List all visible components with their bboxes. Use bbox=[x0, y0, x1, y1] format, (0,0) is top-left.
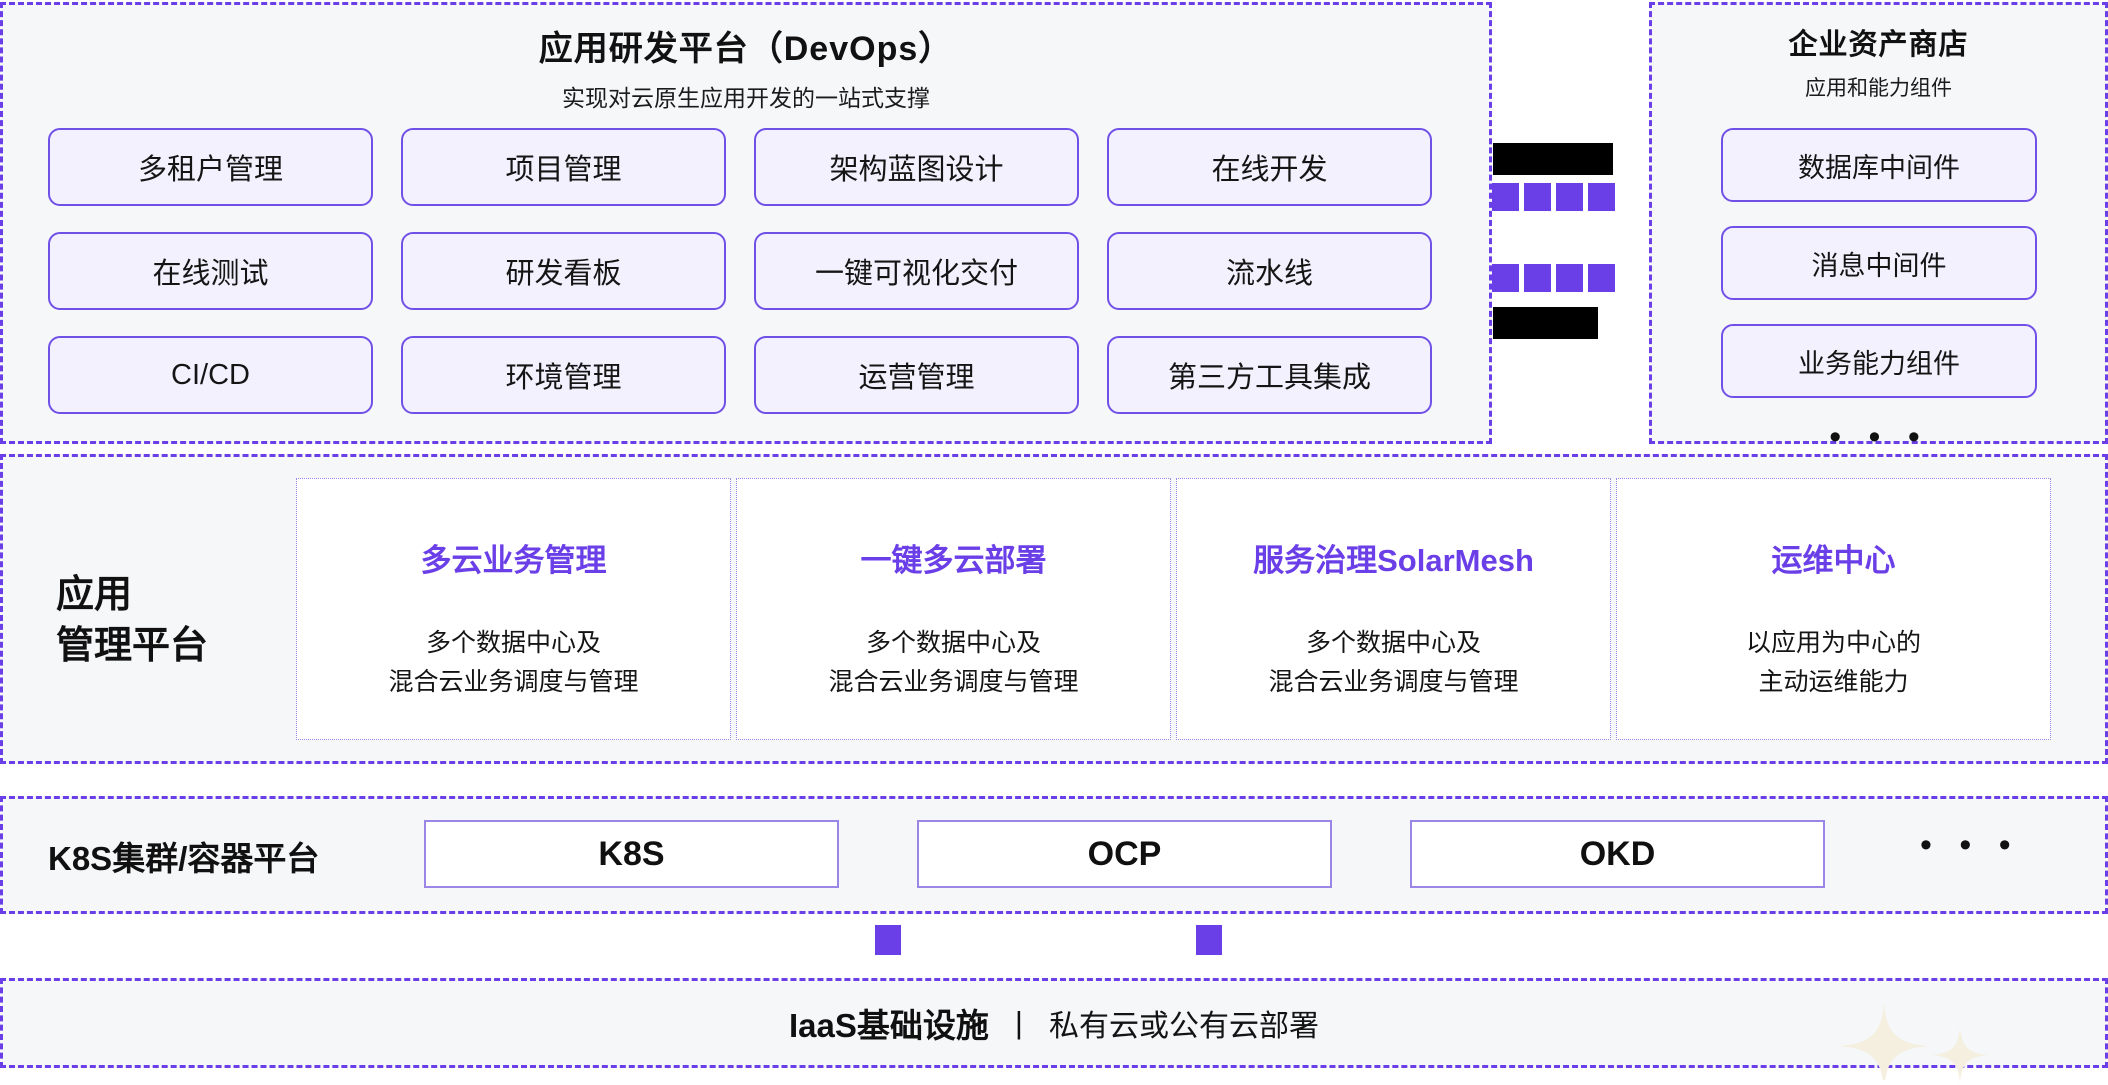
devops-tile[interactable]: CI/CD bbox=[48, 336, 373, 414]
management-platform-card-row: 多云业务管理 多个数据中心及 混合云业务调度与管理 一键多云部署 多个数据中心及… bbox=[296, 478, 2051, 740]
connector-square bbox=[1556, 183, 1583, 211]
iaas-note: 私有云或公有云部署 bbox=[1048, 1010, 1319, 1043]
devops-tile[interactable]: 第三方工具集成 bbox=[1107, 336, 1432, 414]
connector-square-row bbox=[1492, 264, 1615, 292]
connector-square bbox=[1492, 183, 1519, 211]
devops-subtitle: 实现对云原生应用开发的一站式支撑 bbox=[562, 85, 930, 111]
devops-tile[interactable]: 在线开发 bbox=[1107, 128, 1432, 206]
center-connector-column: 能 能 bbox=[1492, 2, 1649, 444]
connector-square bbox=[1524, 264, 1551, 292]
devops-tile[interactable]: 架构蓝图设计 bbox=[754, 128, 1079, 206]
card-title: 多云业务管理 bbox=[420, 543, 607, 578]
connector-square bbox=[1196, 925, 1222, 955]
devops-tile[interactable]: 运营管理 bbox=[754, 336, 1079, 414]
card-description: 多个数据中心及 混合云业务调度与管理 bbox=[388, 629, 639, 696]
devops-title: 应用研发平台（DevOps） bbox=[538, 30, 954, 68]
devops-tile[interactable]: 研发看板 bbox=[401, 232, 726, 310]
k8s-box[interactable]: OKD bbox=[1410, 820, 1825, 888]
card-description: 多个数据中心及 混合云业务调度与管理 bbox=[1268, 629, 1519, 696]
asset-store-subtitle: 应用和能力组件 bbox=[1805, 77, 1952, 100]
devops-tile[interactable]: 项目管理 bbox=[401, 128, 726, 206]
redacted-label: 能 bbox=[1493, 307, 1598, 339]
asset-store-title: 企业资产商店 bbox=[1788, 29, 1969, 61]
redacted-label: 能 bbox=[1493, 143, 1613, 175]
k8s-box-row: K8S OCP OKD bbox=[424, 820, 1825, 888]
connector-square-row bbox=[1492, 183, 1615, 211]
connector-square bbox=[1556, 264, 1583, 292]
management-platform-card[interactable]: 运维中心 以应用为中心的 主动运维能力 bbox=[1616, 478, 2051, 740]
connector-square bbox=[1524, 183, 1551, 211]
iaas-content: IaaS基础设施 | 私有云或公有云部署 bbox=[0, 978, 2108, 1068]
iaas-title: IaaS基础设施 bbox=[789, 1007, 989, 1044]
card-description: 以应用为中心的 主动运维能力 bbox=[1745, 629, 1921, 696]
devops-tile[interactable]: 环境管理 bbox=[401, 336, 726, 414]
connector-square bbox=[1588, 264, 1615, 292]
k8s-ellipsis: • • • bbox=[1920, 826, 2020, 864]
k8s-box[interactable]: K8S bbox=[424, 820, 839, 888]
redacted-partial-glyph: 能 bbox=[1493, 307, 1519, 335]
connector-square bbox=[1588, 183, 1615, 211]
asset-store-item[interactable]: 消息中间件 bbox=[1721, 226, 2037, 300]
management-platform-card[interactable]: 服务治理SolarMesh 多个数据中心及 混合云业务调度与管理 bbox=[1176, 478, 1611, 740]
k8s-box[interactable]: OCP bbox=[917, 820, 1332, 888]
redacted-partial-glyph: 能 bbox=[1493, 143, 1519, 171]
devops-tile[interactable]: 在线测试 bbox=[48, 232, 373, 310]
k8s-platform-label: K8S集群/容器平台 bbox=[48, 840, 320, 877]
card-title: 服务治理SolarMesh bbox=[1253, 543, 1534, 578]
application-management-platform-label: 应用 管理平台 bbox=[56, 574, 209, 668]
management-platform-card[interactable]: 多云业务管理 多个数据中心及 混合云业务调度与管理 bbox=[296, 478, 731, 740]
connector-square bbox=[875, 925, 901, 955]
card-title: 运维中心 bbox=[1771, 543, 1896, 578]
iaas-divider: | bbox=[1014, 1005, 1023, 1040]
iaas-panel bbox=[0, 978, 2108, 1068]
devops-tile[interactable]: 一键可视化交付 bbox=[754, 232, 1079, 310]
asset-store-item[interactable]: 业务能力组件 bbox=[1721, 324, 2037, 398]
management-platform-card[interactable]: 一键多云部署 多个数据中心及 混合云业务调度与管理 bbox=[736, 478, 1171, 740]
devops-tile[interactable]: 流水线 bbox=[1107, 232, 1432, 310]
connector-square bbox=[1492, 264, 1519, 292]
card-title: 一键多云部署 bbox=[860, 543, 1047, 578]
vertical-connectors bbox=[0, 925, 2108, 960]
asset-store-item-list: 数据库中间件 消息中间件 业务能力组件 • • • bbox=[1721, 128, 2037, 456]
top-row: 应用研发平台（DevOps） 实现对云原生应用开发的一站式支撑 多租户管理 项目… bbox=[0, 0, 2108, 456]
asset-store-ellipsis: • • • bbox=[1829, 418, 1929, 456]
devops-tile[interactable]: 多租户管理 bbox=[48, 128, 373, 206]
asset-store-item[interactable]: 数据库中间件 bbox=[1721, 128, 2037, 202]
devops-tile-grid: 多租户管理 项目管理 架构蓝图设计 在线开发 在线测试 研发看板 一键可视化交付… bbox=[48, 128, 1432, 414]
card-description: 多个数据中心及 混合云业务调度与管理 bbox=[828, 629, 1079, 696]
